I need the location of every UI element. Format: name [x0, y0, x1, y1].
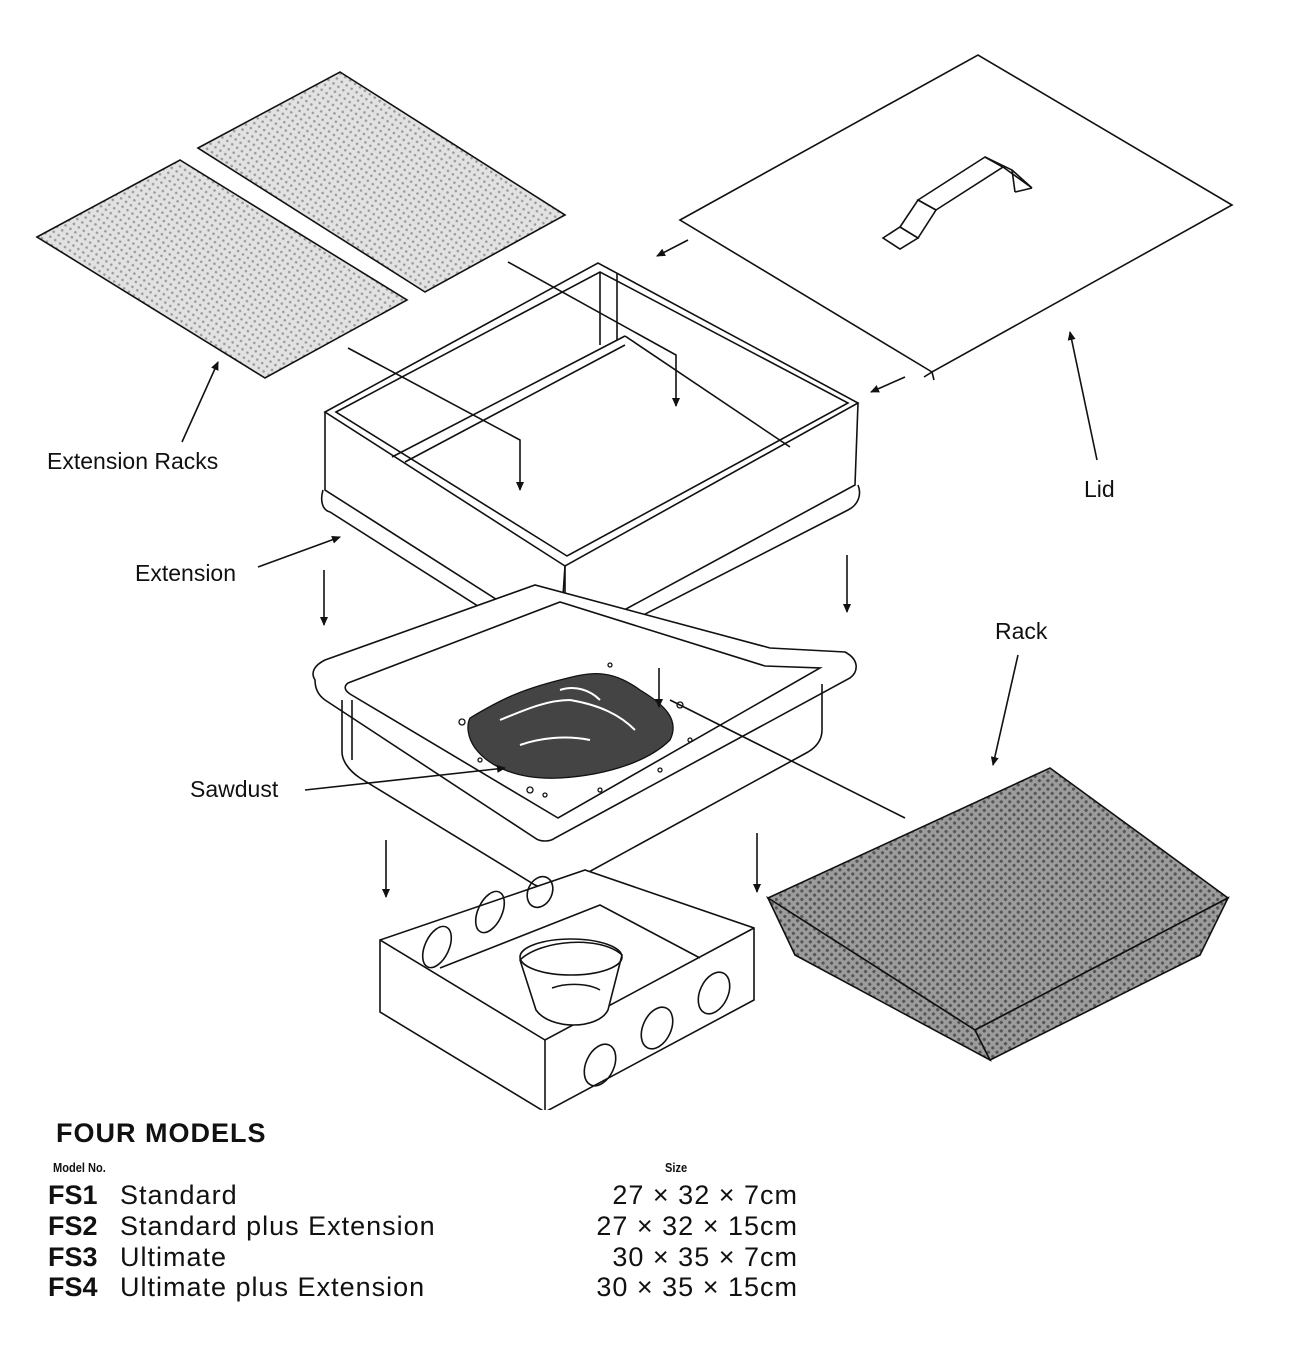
model-name: Standard plus Extension — [120, 1211, 436, 1241]
lid-arrow-lower — [870, 376, 906, 393]
rack-right-assembly-line — [507, 261, 680, 407]
model-name: Ultimate — [120, 1242, 228, 1272]
model-row: FS2 Standard plus Extension 27 × 32 × 15… — [48, 1211, 808, 1243]
label-extension: Extension — [135, 560, 237, 586]
model-size: 27 × 32 × 15cm — [596, 1211, 798, 1241]
model-code: FS3 — [48, 1242, 98, 1272]
label-extension-racks: Extension Racks — [47, 448, 219, 474]
model-size: 30 × 35 × 15cm — [596, 1272, 798, 1302]
rack-assembly-line — [669, 699, 906, 819]
base — [379, 869, 755, 1110]
models-heading: FOUR MODELS — [56, 1118, 267, 1148]
sawdust — [458, 662, 693, 798]
label-lid: Lid — [1084, 476, 1115, 502]
lid-handle — [881, 156, 1033, 250]
model-row: FS1 Standard 27 × 32 × 7cm — [48, 1180, 808, 1212]
model-row: FS4 Ultimate plus Extension 30 × 35 × 15… — [48, 1272, 808, 1304]
sawdust-pointer — [304, 764, 506, 791]
extension-rack-left — [35, 159, 409, 379]
model-name: Standard — [120, 1180, 238, 1210]
lid-arrow-upper — [656, 239, 689, 257]
model-row: FS3 Ultimate 30 × 35 × 7cm — [48, 1242, 808, 1274]
rack — [766, 767, 1230, 1062]
rack-left-assembly-line — [347, 347, 524, 491]
size-column-header: Size — [665, 1160, 688, 1175]
label-rack: Rack — [995, 618, 1048, 644]
label-sawdust: Sawdust — [190, 776, 279, 802]
rack-pointer — [990, 654, 1019, 766]
extension-pointer — [257, 535, 341, 568]
model-size: 27 × 32 × 7cm — [612, 1180, 798, 1210]
model-number-column-header: Model No. — [53, 1160, 106, 1175]
extension — [320, 262, 861, 656]
model-code: FS1 — [48, 1180, 98, 1210]
extension-racks-pointer — [181, 361, 219, 443]
model-size: 30 × 35 × 7cm — [612, 1242, 798, 1272]
extension-rack-right — [196, 71, 567, 293]
lid — [678, 54, 1234, 381]
model-code: FS4 — [48, 1272, 98, 1302]
exploded-assembly-diagram — [35, 54, 1234, 1110]
model-name: Ultimate plus Extension — [120, 1272, 426, 1302]
lid-pointer — [1067, 331, 1098, 461]
model-code: FS2 — [48, 1211, 98, 1241]
